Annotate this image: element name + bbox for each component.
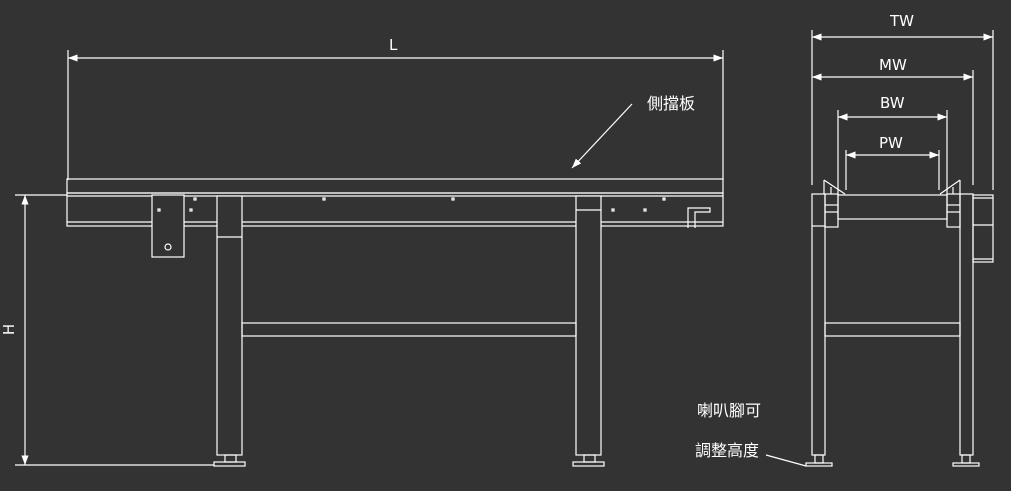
side-guard-leader [571,103,633,169]
feet-label-line2: 調整高度 [695,441,760,460]
frame [66,192,724,227]
side-leg-left [811,193,826,456]
tw-label: TW [890,12,914,30]
bracket [151,194,185,258]
feet-label-line1: 喇叭腳可 [697,401,762,420]
pw-label: PW [879,134,903,152]
roller [837,194,948,220]
mw-label: MW [879,56,907,74]
side-leg-right [959,193,974,456]
leg-right [575,195,602,456]
front-view [15,50,724,467]
side-guard [66,178,724,194]
bw-label: BW [880,94,905,112]
feet-leader [765,454,807,467]
leg-left [216,195,243,456]
cross-bar [241,322,577,337]
side-guard-label: 側擋板 [647,94,696,113]
motor [972,194,994,263]
height-label: H [0,323,19,336]
length-label: L [389,36,398,54]
side-view [765,30,994,467]
